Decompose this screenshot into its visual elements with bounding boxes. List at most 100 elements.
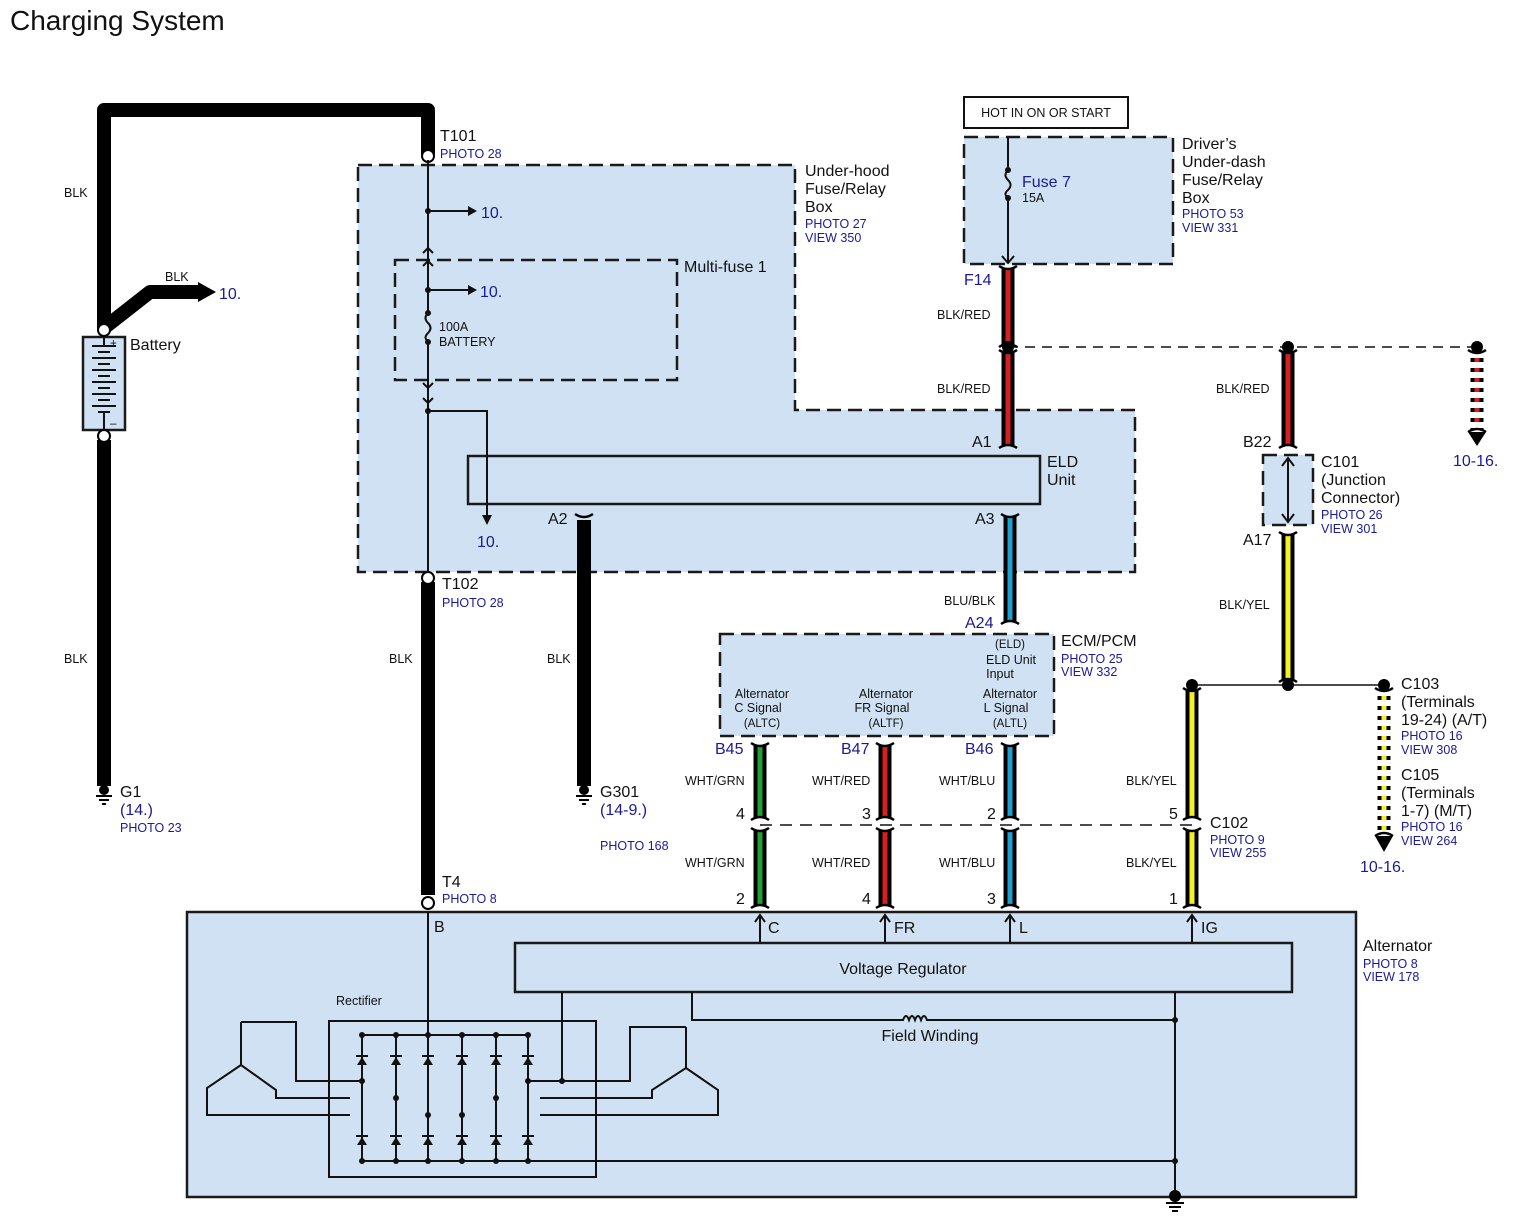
wire-blk-red-10-16[interactable] [1467, 348, 1487, 434]
pin-a3: A3 [975, 511, 995, 528]
diode-icon [522, 1055, 534, 1065]
wire-blk-yel-c102-lower[interactable] [1182, 826, 1202, 910]
ecm-signal-code: (ALTC) [744, 718, 780, 730]
battery-plus-sign: + [110, 338, 117, 350]
c105-view: VIEW 264 [1401, 834, 1457, 848]
field-winding-wire [561, 992, 1175, 1080]
alternator-terminal-fr: FR [894, 920, 915, 937]
wire-label-wht-blu: WHT/BLU [939, 856, 995, 870]
c102-pin-number: 2 [987, 806, 996, 823]
wire-battery-to-t101[interactable] [97, 103, 435, 330]
page-ref-10: 10. [481, 205, 503, 222]
wire-wht-blu-upper[interactable] [1000, 741, 1020, 822]
wire-wht-red-upper[interactable] [875, 741, 895, 822]
t102-terminal [421, 571, 435, 585]
t101-label: T101 [440, 128, 477, 145]
ecm-signal-label: Alternator [735, 687, 789, 701]
fuse-7-label: Fuse 7 [1022, 174, 1071, 191]
diode-icon [522, 1135, 534, 1145]
alternator-terminal-c: C [768, 920, 780, 937]
rectifier-bridge [356, 1032, 565, 1164]
c105-label: (Terminals [1401, 785, 1475, 802]
wire-wht-red-lower[interactable] [875, 826, 895, 910]
wire-label-wht-grn: WHT/GRN [685, 856, 745, 870]
fuse-100a-icon [424, 312, 432, 342]
wire-blk-yel-c102-upper[interactable] [1182, 686, 1202, 822]
wire-label-blk: BLK [389, 652, 413, 666]
page-ref-10-16: 10-16. [1453, 453, 1498, 470]
ecm-eld-input-label: ELD Unit [986, 653, 1037, 667]
underhood-box-label: Box [805, 199, 833, 216]
fuse-7-icon [1004, 169, 1012, 199]
c101-view: VIEW 301 [1321, 522, 1377, 536]
wire-blk-red-f14[interactable] [998, 264, 1018, 349]
wire-blu-blk-a3-a24[interactable] [1000, 512, 1020, 626]
diode-icon [490, 1135, 502, 1145]
c101-photo: PHOTO 26 [1321, 508, 1383, 522]
driver-box-label: Under-dash [1182, 154, 1266, 171]
wire-wht-blu-lower[interactable] [1000, 826, 1020, 910]
c102-view: VIEW 255 [1210, 846, 1266, 860]
wire-label-blk-red: BLK/RED [1216, 382, 1270, 396]
pin-b47: B47 [841, 741, 870, 758]
pin-a2: A2 [548, 511, 568, 528]
wire-battery-branch[interactable] [99, 285, 200, 334]
g301-photo: PHOTO 168 [600, 839, 669, 853]
driver-box-label: Fuse/Relay [1182, 172, 1263, 189]
ecm-pcm-view: VIEW 332 [1061, 665, 1117, 679]
c105-photo: PHOTO 16 [1401, 820, 1463, 834]
diode-icon [456, 1055, 468, 1065]
arrow-icon [482, 515, 492, 525]
c102-pin-number: 1 [1169, 891, 1178, 908]
wire-blk-red-b22[interactable] [1278, 348, 1298, 450]
diode-icon [356, 1055, 368, 1065]
page-ref-10: 10. [477, 534, 499, 551]
multi-fuse-box [393, 258, 679, 382]
terminal-arrow-icon [754, 913, 766, 943]
a2-connector-cap [574, 512, 594, 519]
alternator-terminal-l: L [1019, 920, 1028, 937]
terminal-arrow-icon [1004, 913, 1016, 943]
underhood-box-photo: PHOTO 27 [805, 217, 867, 231]
alternator-label: Alternator [1363, 938, 1433, 955]
wire-blk-red-a1[interactable] [998, 348, 1018, 450]
wire-wht-grn-lower[interactable] [750, 826, 770, 910]
arrow-down-icon [1375, 836, 1393, 852]
alternator-view: VIEW 178 [1363, 970, 1419, 984]
c105-label: C105 [1401, 767, 1439, 784]
wire-blk-yel-a17[interactable] [1278, 530, 1298, 684]
c103-label: C103 [1401, 676, 1439, 693]
diode-icon [390, 1135, 402, 1145]
alternator-terminal-ig: IG [1201, 920, 1218, 937]
c102-pin-number: 2 [736, 891, 745, 908]
ecm-signal-label: Alternator [983, 687, 1037, 701]
c103-label: 19-24) (A/T) [1401, 712, 1487, 729]
stator-winding-right-icon [528, 1026, 719, 1116]
battery-label: Battery [130, 337, 181, 354]
driver-under-dash-box [962, 135, 1175, 266]
stator-winding-left-icon [206, 1021, 362, 1116]
t4-label: T4 [442, 874, 461, 891]
diagram-title: Charging System [10, 5, 225, 36]
page-ref-10: 10. [219, 286, 241, 303]
wire-wht-grn-upper[interactable] [750, 741, 770, 822]
pin-b22: B22 [1243, 434, 1272, 451]
t102-photo: PHOTO 28 [442, 596, 504, 610]
ecm-signal-label: C Signal [734, 701, 781, 715]
g301-ground-icon [576, 785, 592, 805]
ecm-signal-code: (ALTF) [869, 718, 904, 730]
page-ref-10-16: 10-16. [1360, 859, 1405, 876]
pin-a17: A17 [1243, 532, 1272, 549]
wire-blk-yel-c103-c105[interactable] [1374, 686, 1394, 838]
battery-cells-icon [92, 337, 116, 430]
ecm-eld-input-label: Input [986, 667, 1014, 681]
wire-label-blk-red: BLK/RED [937, 308, 991, 322]
t4-photo: PHOTO 8 [442, 892, 497, 906]
t101-photo: PHOTO 28 [440, 147, 502, 161]
c102-pin-number: 3 [987, 891, 996, 908]
wire-label-wht-blu: WHT/BLU [939, 774, 995, 788]
ecm-signal-label: Alternator [859, 687, 913, 701]
fuse-7-rating: 15A [1022, 191, 1045, 205]
wire-label-wht-grn: WHT/GRN [685, 774, 745, 788]
